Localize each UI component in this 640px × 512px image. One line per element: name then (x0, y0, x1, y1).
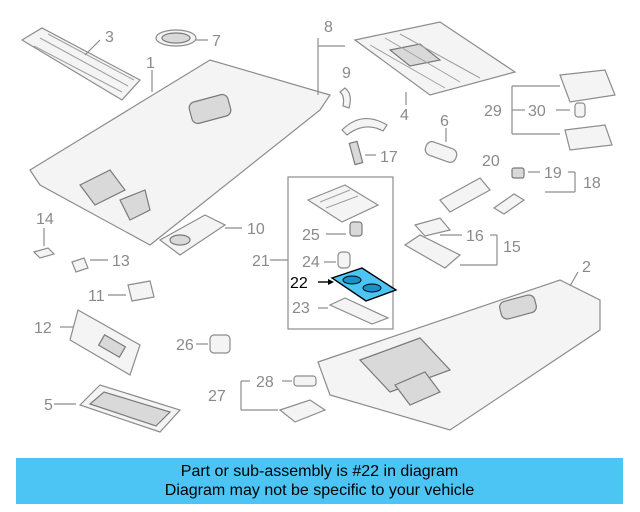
part-5-mirror (78, 384, 182, 433)
part-11-hook (127, 280, 155, 302)
callout-23: 23 (292, 300, 310, 317)
callout-26: 26 (176, 337, 194, 354)
part-12-sun-visor (69, 309, 141, 376)
callout-12: 12 (34, 320, 52, 337)
part-6-lens (424, 141, 458, 163)
part-19-switch (492, 167, 526, 215)
banner-line-2: Diagram may not be specific to your vehi… (164, 482, 475, 499)
part-13-clip (71, 257, 89, 273)
callout-11: 11 (88, 288, 105, 305)
part-7-lens (155, 29, 197, 47)
part-30-bulb (574, 102, 586, 118)
callout-3: 3 (105, 29, 114, 46)
callout-14: 14 (36, 211, 54, 228)
callout-20: 20 (482, 153, 500, 170)
callout-17: 17 (380, 149, 398, 166)
callout-22-arrow (328, 279, 334, 285)
part-26-knob (209, 334, 231, 354)
part-23-trim (328, 297, 390, 325)
callout-27: 27 (208, 388, 226, 405)
part-14-clip (32, 247, 56, 259)
callout-24: 24 (302, 254, 320, 271)
callout-25: 25 (302, 227, 320, 244)
callout-13: 13 (112, 253, 130, 270)
part-29-console (559, 69, 616, 151)
parts-diagram: 3 7 1 8 9 4 17 6 (20, 19, 616, 433)
callout-8: 8 (324, 19, 333, 36)
group-box-21 (287, 176, 394, 330)
part-3-panel (20, 27, 141, 101)
callout-7: 7 (212, 33, 221, 50)
part-17-grab-handle (341, 118, 388, 166)
callout-6: 6 (440, 113, 449, 130)
part-15-map-lamp (403, 217, 462, 269)
part-1-headliner (29, 59, 331, 246)
callout-21: 21 (252, 253, 270, 270)
callout-4: 4 (400, 107, 409, 124)
part-24-bulb (337, 251, 351, 269)
part-27-lamp (278, 399, 327, 423)
part-2-headliner (317, 279, 601, 431)
part-25-bracket (306, 184, 380, 237)
callout-16: 16 (466, 228, 484, 245)
callout-28: 28 (256, 374, 274, 391)
callout-1: 1 (146, 55, 155, 72)
callout-29: 29 (484, 103, 502, 120)
part-9-hook (339, 87, 351, 109)
part-28-bulb (293, 375, 317, 387)
callout-15: 15 (503, 239, 521, 256)
info-banner: Part or sub-assembly is #22 in diagram D… (16, 458, 623, 504)
callout-30: 30 (528, 103, 546, 120)
banner-line-1: Part or sub-assembly is #22 in diagram (180, 463, 459, 480)
part-4-sunroof-panel (353, 21, 517, 96)
callout-2: 2 (582, 259, 591, 276)
part-20-lamp (439, 177, 491, 213)
callout-18: 18 (583, 175, 601, 192)
callout-9: 9 (342, 65, 351, 82)
callout-22: 22 (290, 275, 308, 292)
part-22-lens-highlighted (330, 267, 398, 302)
callout-5: 5 (44, 397, 53, 414)
callout-19: 19 (544, 165, 562, 182)
callout-10: 10 (247, 221, 265, 238)
part-10-housing (158, 214, 227, 256)
